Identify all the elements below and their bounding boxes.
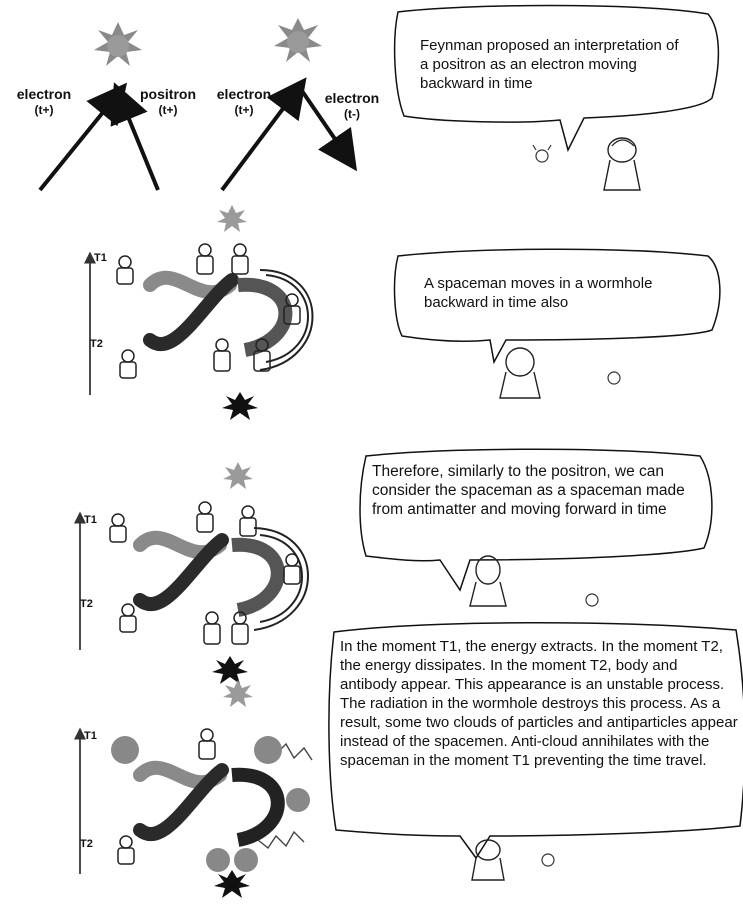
panel-3-t1-label: T1: [84, 514, 97, 526]
panel-2-t2-label: T2: [90, 338, 103, 350]
label-electron-right: electron (t-): [314, 90, 390, 122]
speech-bubble-4: [328, 621, 743, 860]
label-electron-left-time: (t+): [34, 103, 54, 117]
scientist-figure: [469, 555, 507, 607]
panel-4-t2-label: T2: [80, 838, 93, 850]
burst-icon-right: [274, 18, 322, 62]
label-electron-right-name: electron: [324, 90, 380, 106]
electron-time-reversal-arrows: [220, 77, 358, 192]
panel-2-t1-label: T1: [94, 252, 107, 264]
small-cat-figure-1: [532, 144, 552, 163]
label-electron-mid: electron (t+): [206, 86, 282, 118]
electron-positron-arrows: [38, 82, 160, 192]
small-cat-figure-2: [607, 371, 621, 385]
bubble-4-text: In the moment T1, the energy extracts. I…: [340, 638, 738, 769]
speech-bubble-3: [359, 448, 713, 592]
label-positron: positron (t+): [132, 86, 204, 118]
speech-bubble-2: [393, 248, 721, 365]
label-electron-mid-time: (t+): [234, 103, 254, 117]
label-electron-right-time: (t-): [344, 107, 360, 121]
burst-icon-left: [94, 22, 142, 66]
label-electron-mid-name: electron: [216, 86, 272, 102]
speech-bubble-1: [393, 4, 720, 153]
panel-2: [84, 205, 314, 420]
professor-figure: [471, 839, 505, 881]
small-cat-figure-3: [585, 593, 599, 607]
bubble-3-text: Therefore, similarly to the positron, we…: [372, 463, 685, 518]
bubble-2-text: A spaceman moves in a wormhole backward …: [424, 275, 653, 311]
panel-4-t1-label: T1: [84, 730, 97, 742]
feynman-figure: [603, 137, 641, 191]
panel-3-t2-label: T2: [80, 598, 93, 610]
panel-3: [74, 462, 309, 684]
small-cat-figure-4: [541, 853, 555, 867]
label-positron-name: positron: [140, 86, 196, 102]
label-positron-time: (t+): [158, 103, 178, 117]
label-electron-left-name: electron: [16, 86, 72, 102]
bubble-1-text: Feynman proposed an interpretation of a …: [420, 37, 679, 92]
thinker-figure: [499, 347, 541, 399]
label-electron-left: electron (t+): [8, 86, 80, 118]
panel-4: [74, 680, 313, 898]
